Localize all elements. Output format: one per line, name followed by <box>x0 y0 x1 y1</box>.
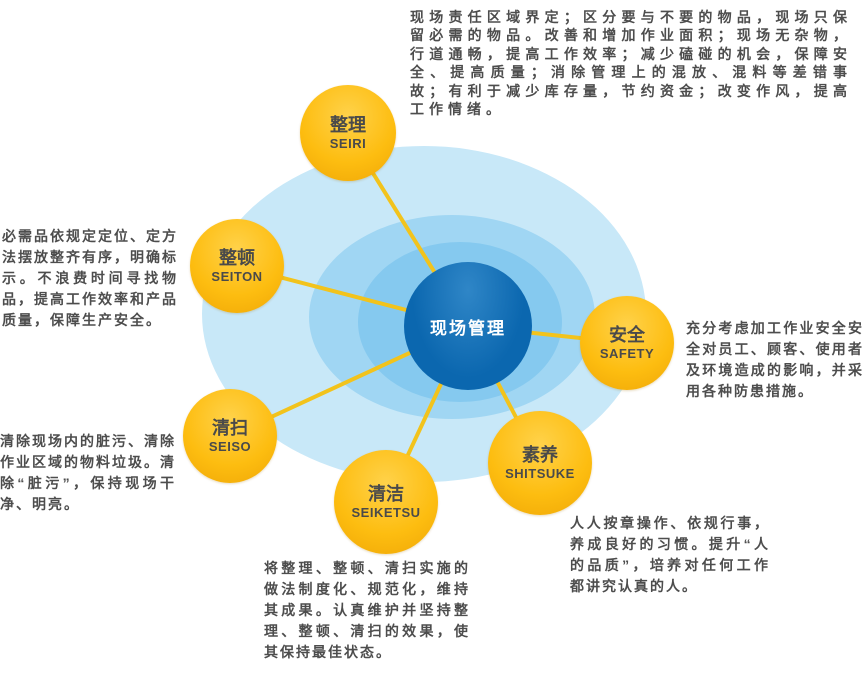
node-seiso: 清扫 SEISO <box>183 389 277 483</box>
node-seiri-label-en: SEIRI <box>329 135 367 151</box>
node-seiso-label-zh: 清扫 <box>212 417 248 438</box>
node-safety: 安全 SAFETY <box>580 296 674 390</box>
node-shitsuke: 素养 SHITSUKE <box>488 411 592 515</box>
node-seiketsu: 清洁 SEIKETSU <box>334 450 438 554</box>
desc-seiton: 必需品依规定定位、定方法摆放整齐有序，明确标示。不浪费时间寻找物品，提高工作效率… <box>2 228 178 328</box>
desc-seiketsu: 将整理、整顿、清扫实施的做法制度化、规范化，维持其成果。认真维护并坚持整理、整顿… <box>264 560 470 660</box>
center-label: 现场管理 <box>430 318 506 338</box>
node-safety-label-en: SAFETY <box>599 345 655 361</box>
center-circle: 现场管理 <box>404 262 532 390</box>
node-seiton: 整顿 SEITON <box>190 219 284 313</box>
node-seiketsu-label-en: SEIKETSU <box>351 504 421 520</box>
desc-safety: 充分考虑加工作业安全安全对员工、顾客、使用者及环境造成的影响，并采用各种防患措施… <box>686 320 863 399</box>
desc-seiri: 现场责任区域界定；区分要与不要的物品，现场只保留必需的物品。改善和增加作业面积；… <box>410 9 852 118</box>
node-shitsuke-label-en: SHITSUKE <box>505 465 575 481</box>
node-seiton-label-en: SEITON <box>211 268 263 284</box>
node-safety-label-zh: 安全 <box>609 324 645 345</box>
node-shitsuke-label-zh: 素养 <box>522 444 558 465</box>
node-seiso-label-en: SEISO <box>208 438 252 454</box>
node-seiri: 整理 SEIRI <box>300 85 396 181</box>
desc-seiso: 清除现场内的脏污、清除作业区域的物料垃圾。清除“脏污”，保持现场干净、明亮。 <box>0 433 176 512</box>
node-seiketsu-label-zh: 清洁 <box>368 483 404 504</box>
node-seiri-label-zh: 整理 <box>330 114 366 135</box>
node-seiton-label-zh: 整顿 <box>219 247 255 268</box>
desc-shitsuke: 人人按章操作、依规行事，养成良好的习惯。提升“人的品质”，培养对任何工作都讲究认… <box>570 515 770 594</box>
